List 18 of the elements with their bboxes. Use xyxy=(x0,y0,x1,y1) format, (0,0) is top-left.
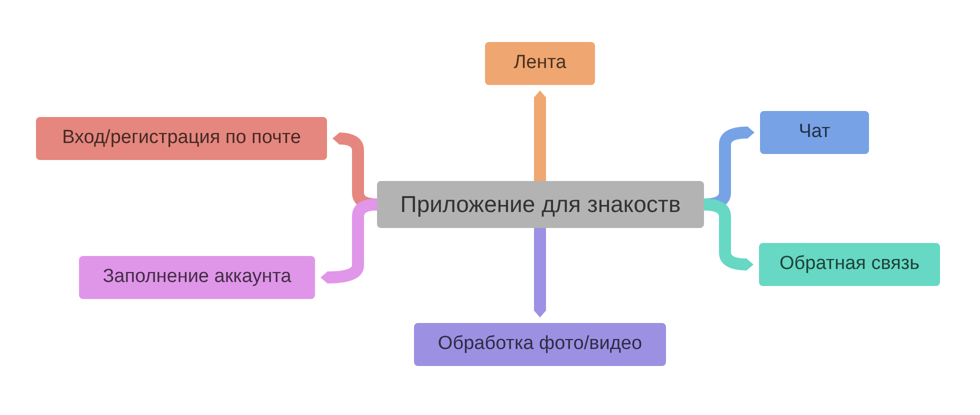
branch-arrow xyxy=(534,228,546,318)
branch-arrow xyxy=(704,198,754,270)
topic-label: Вход/регистрация по почте xyxy=(62,127,301,150)
branch-topic-box xyxy=(760,111,869,154)
central-topic-box xyxy=(377,181,704,228)
topic-label: Обработка фото/видео xyxy=(438,333,642,356)
topic-label: Чат xyxy=(798,121,830,144)
branch-topic-box xyxy=(36,117,327,160)
topic-label: Заполнение аккаунта xyxy=(102,266,292,289)
topic-label: Приложение для знакоств xyxy=(400,190,681,218)
topic-label: Лента xyxy=(514,52,566,75)
branch-arrow xyxy=(320,198,378,284)
branch-topic-box xyxy=(759,243,940,286)
branch-topic-box xyxy=(79,256,315,299)
branch-topic-box xyxy=(485,42,595,85)
branch-arrow xyxy=(534,90,546,181)
branch-topic-box xyxy=(414,323,666,366)
topic-label: Обратная связь xyxy=(780,253,920,276)
